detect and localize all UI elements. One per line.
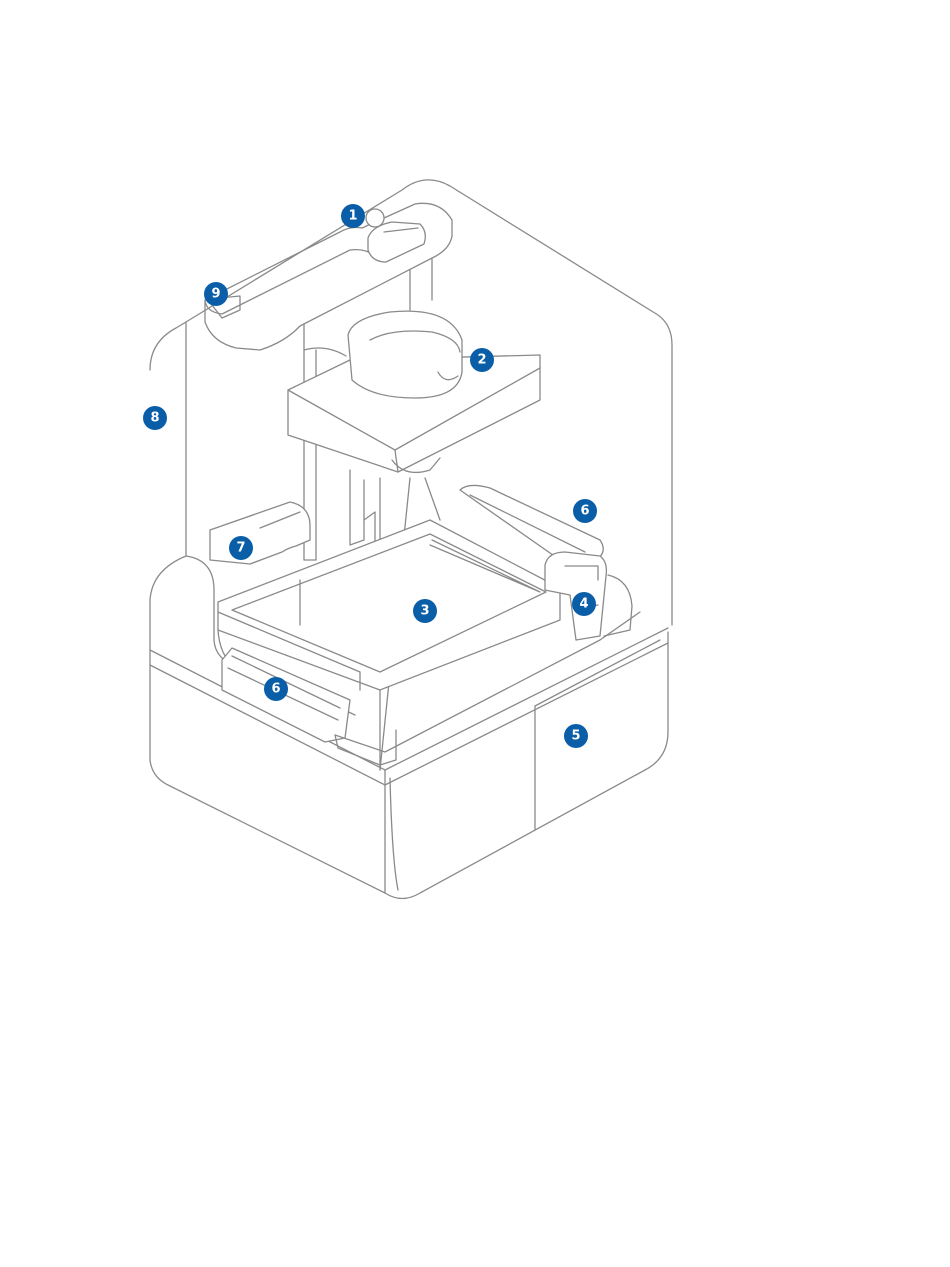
callout-3-label: 3	[420, 604, 429, 619]
callout-8: 8	[143, 406, 167, 430]
callout-5: 5	[564, 724, 588, 748]
callout-5-label: 5	[571, 729, 580, 744]
callout-1-label: 1	[348, 209, 357, 224]
left-clip	[210, 502, 310, 564]
callout-1: 1	[341, 204, 365, 228]
callout-7: 7	[229, 536, 253, 560]
callout-8-label: 8	[150, 411, 159, 426]
callout-4: 4	[572, 592, 596, 616]
callout-3: 3	[413, 599, 437, 623]
callout-6-front-label: 6	[271, 682, 280, 697]
callout-9-label: 9	[211, 287, 220, 302]
resin-cartridge	[535, 640, 660, 706]
callout-6-front: 6	[264, 677, 288, 701]
callout-7-label: 7	[236, 541, 245, 556]
callout-6-right-label: 6	[580, 504, 589, 519]
callout-9: 9	[204, 282, 228, 306]
callout-2: 2	[470, 348, 494, 372]
callout-4-label: 4	[579, 597, 588, 612]
callout-2-label: 2	[477, 353, 486, 368]
callout-6-right: 6	[573, 499, 597, 523]
